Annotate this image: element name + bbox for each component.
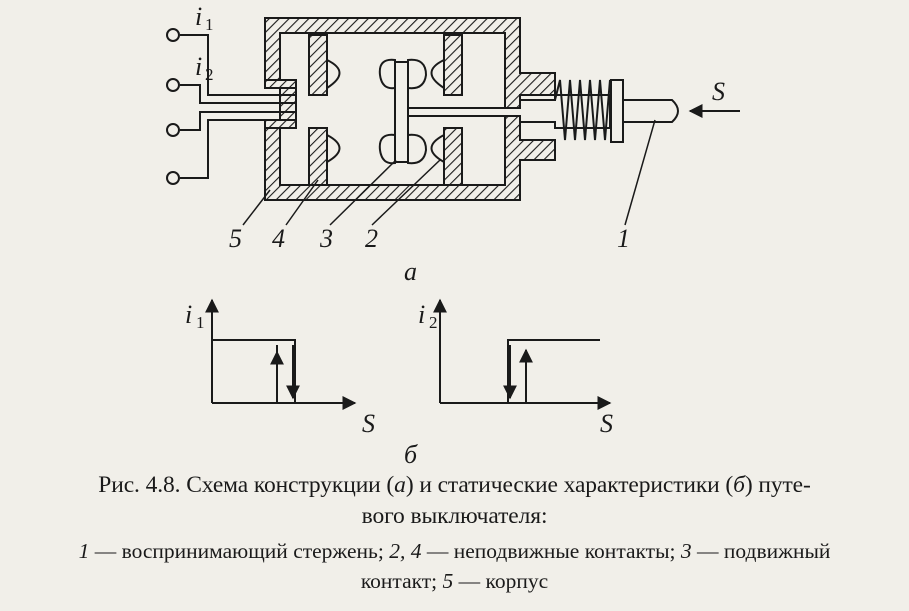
figure-caption: Рис. 4.8. Схема конструкции (а) и статич…: [0, 470, 909, 532]
legend-number: 3: [680, 539, 692, 563]
legend-text: — корпус: [453, 569, 549, 593]
current-2-label: i: [195, 52, 202, 81]
caption-text-line2: вого выключателя:: [361, 503, 548, 529]
current-2-index: 2: [205, 65, 214, 84]
graph-1-ylabel: i: [185, 300, 192, 329]
part-2-label: 2: [365, 224, 378, 253]
return-spring: [554, 79, 613, 141]
moving-contact: [378, 58, 428, 165]
legend-text: — неподвижные контакты;: [421, 539, 681, 563]
legend-text: контакт;: [360, 569, 443, 593]
terminals: [166, 28, 180, 185]
graph-2: [433, 298, 612, 410]
caption-text: ) и статические характеристики (: [405, 472, 734, 498]
force-label: S: [712, 77, 725, 106]
graph-1-ylabel-index: 1: [196, 313, 205, 332]
legend-number: 1: [78, 539, 90, 563]
current-1-index: 1: [205, 15, 214, 34]
sensing-rod: [407, 94, 679, 129]
caption-text: ) путе-: [744, 472, 811, 498]
part-1-label: 1: [617, 224, 630, 253]
caption-text: Рис. 4.8. Схема конструкции (: [98, 472, 395, 498]
current-1-label: i: [195, 2, 202, 31]
housing-lip-top: [264, 79, 297, 89]
wire-channels: [180, 34, 296, 179]
caption-ref-a: а: [394, 472, 406, 498]
subfig-a-label: а: [404, 257, 417, 286]
contact-tips: [326, 58, 445, 164]
caption-ref-b: б: [733, 472, 745, 498]
graph-1: [205, 298, 357, 410]
leader-lines: [242, 119, 656, 226]
graph-2-ylabel-index: 2: [429, 313, 438, 332]
spring-washer: [610, 79, 624, 143]
part-4-label: 4: [272, 224, 285, 253]
graph-2-xlabel: S: [600, 409, 613, 438]
legend-text: — подвижный: [691, 539, 831, 563]
legend-number: 5: [442, 569, 454, 593]
switch-diagram: S i 1 i 2 5 4 3 2 1 а i 1 S i 2 S б: [166, 2, 740, 469]
graph-2-ylabel: i: [418, 300, 425, 329]
figure-legend: 1 — воспринимающий стержень; 2, 4 — непо…: [0, 536, 909, 596]
legend-number: 2, 4: [389, 539, 422, 563]
subfig-b-label: б: [404, 440, 418, 469]
graph-1-xlabel: S: [362, 409, 375, 438]
part-5-label: 5: [229, 224, 242, 253]
legend-text: — воспринимающий стержень;: [89, 539, 390, 563]
housing-lip-bottom: [264, 119, 297, 129]
part-3-label: 3: [319, 224, 333, 253]
